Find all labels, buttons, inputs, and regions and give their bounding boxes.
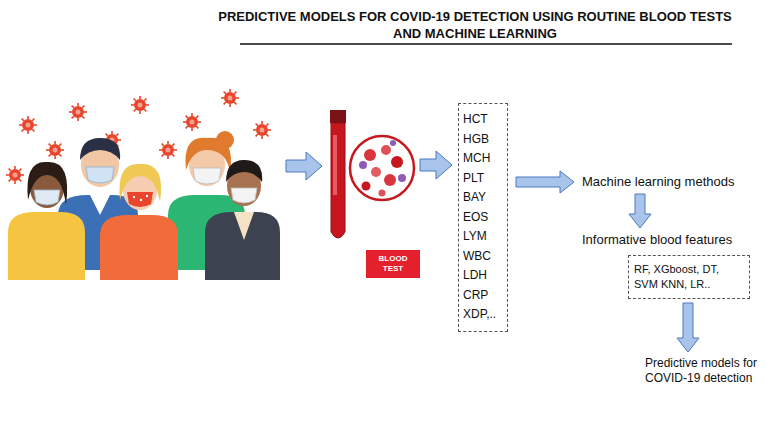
step-text: Informative blood features [582, 232, 757, 248]
node-text: PLT [463, 169, 503, 189]
node-text: Informative blood features [582, 232, 757, 248]
node-text: CRP [463, 286, 503, 306]
blood-feature-list: HCTHGBMCHPLTBAYEOSLYMWBCLDHCRPXDP,.. [458, 103, 508, 332]
node-text: LDH [463, 266, 503, 286]
node-text: WBC [463, 247, 503, 267]
block-arrow [420, 151, 452, 179]
node-text: MCH [463, 149, 503, 169]
people-illustration [8, 131, 280, 280]
block-arrow [677, 303, 699, 352]
blood-test-tag: BLOOD TEST [366, 250, 420, 278]
node-text: HCT [463, 110, 503, 130]
node-text: RF, XGboost, DT, SVM KNN, LR.. [634, 262, 744, 292]
block-arrow [516, 171, 574, 193]
blood-cells [350, 136, 414, 200]
node-text: BAY [463, 188, 503, 208]
node-text: BLOOD TEST [368, 254, 418, 274]
method-box: RF, XGboost, DT, SVM KNN, LR.. [628, 255, 750, 299]
title-rule [240, 43, 732, 45]
node-text: LYM [463, 227, 503, 247]
diagram-title: PREDICTIVE MODELS FOR COVID-19 DETECTION… [215, 8, 735, 42]
block-arrow [629, 194, 651, 228]
node-text: EOS [463, 208, 503, 228]
node-text: Predictive models for COVID-19 detection [645, 356, 760, 386]
result-text: Predictive models for COVID-19 detection [645, 356, 760, 386]
node-text: HGB [463, 130, 503, 150]
blood-tube [330, 110, 346, 238]
node-text: Machine learning methods [582, 174, 757, 190]
block-arrow [286, 152, 322, 180]
step-text: Machine learning methods [582, 174, 757, 190]
node-text: XDP,.. [463, 305, 503, 325]
